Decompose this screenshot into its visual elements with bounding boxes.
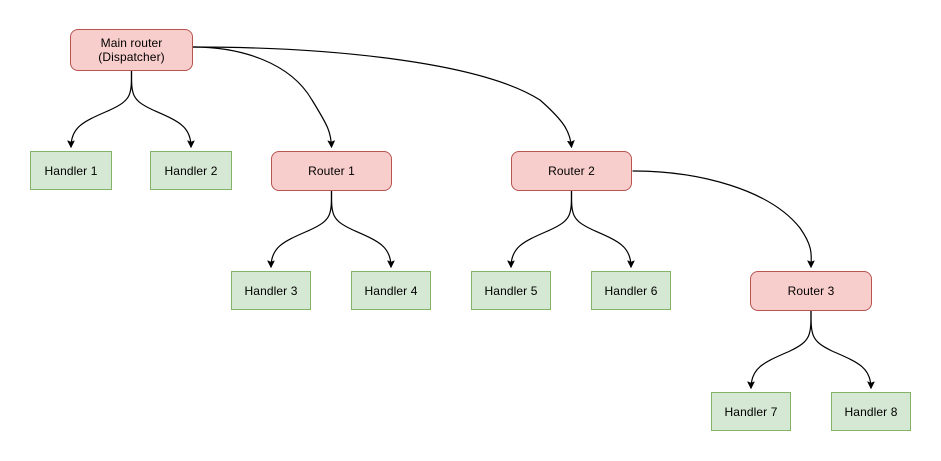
node-label-router-1: Router 1 — [308, 164, 355, 178]
node-main-router[interactable]: Main router (Dispatcher) — [70, 29, 193, 71]
node-label-handler-7: Handler 7 — [724, 404, 778, 419]
node-router-3[interactable]: Router 3 — [750, 271, 872, 311]
edge-router-1-to-handler-3 — [271, 190, 333, 267]
node-router-1[interactable]: Router 1 — [271, 151, 392, 191]
edge-router-2-to-handler-5 — [511, 190, 573, 267]
edge-main-to-handler-2 — [130, 70, 192, 147]
edge-router-3-to-handler-7 — [751, 310, 812, 388]
node-handler-8[interactable]: Handler 8 — [831, 392, 911, 431]
node-handler-4[interactable]: Handler 4 — [351, 271, 431, 310]
node-handler-2[interactable]: Handler 2 — [150, 151, 232, 190]
edges-group — [71, 46, 871, 388]
node-label-handler-3: Handler 3 — [244, 283, 298, 298]
node-handler-7[interactable]: Handler 7 — [711, 392, 791, 431]
node-label-handler-2: Handler 2 — [164, 163, 218, 178]
edge-router-2-to-handler-6 — [570, 190, 632, 267]
node-handler-5[interactable]: Handler 5 — [471, 271, 551, 310]
node-label-handler-1: Handler 1 — [44, 163, 98, 178]
edge-router-2-to-router-3 — [632, 170, 811, 267]
edge-main-to-handler-1 — [71, 70, 133, 147]
node-label-handler-6: Handler 6 — [604, 283, 658, 298]
node-router-2[interactable]: Router 2 — [511, 151, 632, 191]
node-label-handler-8: Handler 8 — [844, 404, 898, 419]
node-handler-6[interactable]: Handler 6 — [591, 271, 671, 310]
edge-main-to-router-2 — [192, 46, 572, 147]
edge-main-to-router-1 — [192, 46, 332, 147]
node-label-handler-5: Handler 5 — [484, 283, 538, 298]
node-handler-3[interactable]: Handler 3 — [231, 271, 311, 310]
node-label-main-router: Main router (Dispatcher) — [98, 36, 165, 64]
node-label-router-3: Router 3 — [787, 284, 835, 298]
node-label-handler-4: Handler 4 — [364, 283, 418, 298]
edge-router-3-to-handler-8 — [810, 310, 871, 388]
node-label-router-2: Router 2 — [548, 164, 595, 178]
edge-router-1-to-handler-4 — [330, 190, 392, 267]
node-handler-1[interactable]: Handler 1 — [30, 151, 112, 190]
